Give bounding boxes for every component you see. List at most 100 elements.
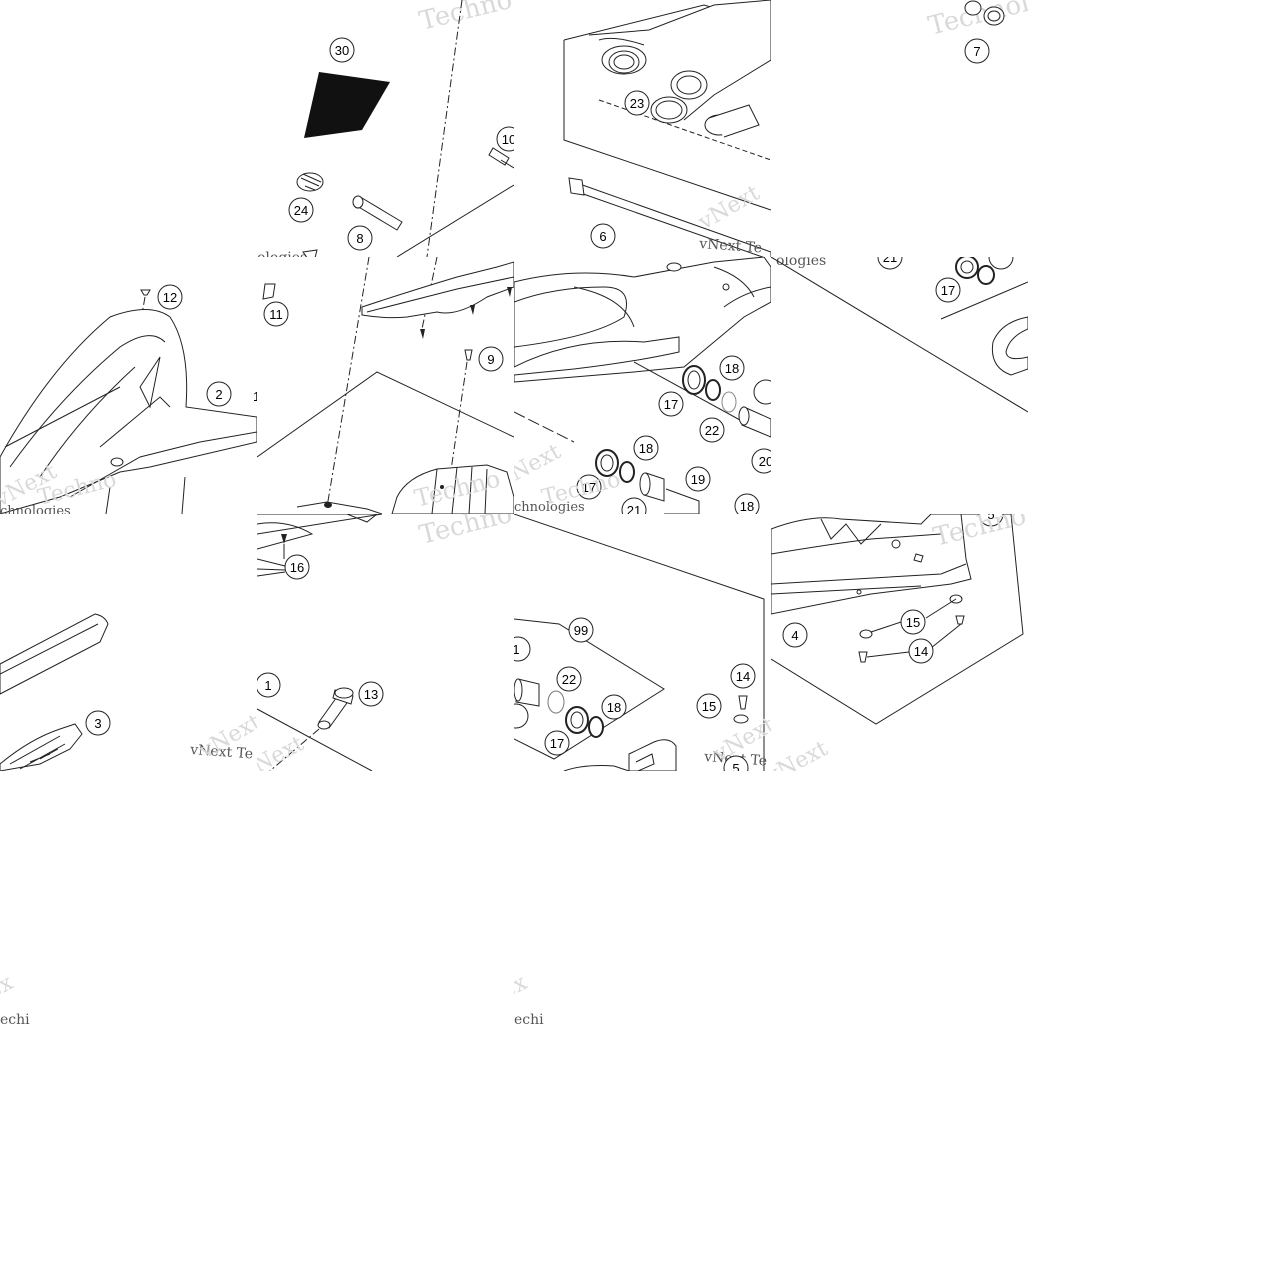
tile-r4c1-drawing: ex echi [0,970,30,1028]
leader-line [925,598,957,619]
callout-18-label: 18 [607,700,621,715]
outline-edge [514,514,765,771]
callout-18b [633,435,659,461]
pivot-bolt-part-6 [568,177,771,257]
rear-fender-part-2 [0,309,257,514]
callout-22 [699,417,725,443]
chain-slider-body [391,464,514,514]
callout-14-label: 14 [914,644,928,659]
screw-part-14b [858,651,868,663]
washer-part-15b [859,629,873,639]
decal-sticker-part-30 [304,72,390,138]
callout-16 [284,554,310,580]
outline-edge [940,281,1028,320]
callout-18c [734,493,760,514]
leader-line [930,623,962,649]
callout-2-label: 2 [215,387,222,402]
bearing-tube-left [608,50,640,74]
outline-edge [257,708,373,771]
callout-11 [263,301,289,327]
linkage-part [563,739,677,771]
tile-r2c3: 18 17 22 20 18 17 19 1 [514,257,771,514]
chain-slider-bottom [257,514,378,550]
tile-r3c2-drawing: 16 1 13 Techno vNext [257,514,514,771]
callout-1-partial [514,636,531,662]
callout-24-label: 24 [294,203,308,218]
callout-15-label: 15 [906,615,920,630]
watermark-text: echi [514,1012,544,1028]
tile-r2c4: ologies 21 17 [771,257,1028,514]
screw-part-14a [955,615,965,625]
watermark-text: Techno [416,514,514,551]
swingarm-body [514,257,771,383]
screw-part-12 [140,289,151,296]
callout-5 [723,755,749,771]
callout-15 [900,609,926,635]
callout-17 [935,277,961,303]
pin-part-8 [352,195,403,231]
tile-r1c3-drawing: 23 6 vNext Te vNext [563,0,771,257]
callout-17b [576,474,602,500]
watermark-text: chnologies [0,504,71,514]
chain-guide-part-4 [771,514,972,615]
leader-line [870,621,902,633]
callout-4 [782,622,808,648]
tile-r3c3-drawing: 99 1 22 18 17 14 15 [514,514,771,771]
callout-18b-label: 18 [639,441,653,456]
callout-1-label: 1 [264,678,271,693]
callout-4-label: 4 [791,628,798,643]
callout-leaders [257,558,286,577]
bearing-part-18b [619,461,635,483]
seal-part-17b [595,449,619,477]
tile-r1c4: Technologies 7 [771,0,1028,257]
callout-9 [478,346,504,372]
watermark-text: chnologies [514,500,585,514]
watermark-text: ologies [776,257,826,269]
leader-line [866,651,910,658]
callout-18 [719,355,745,381]
outline-edge [396,184,514,257]
callout-21 [877,257,903,270]
leader-line [426,0,463,257]
callout-8-label: 8 [356,231,363,246]
watermark-text: Techno [416,0,514,37]
tile-r3c1: 3 vNext Te vNext [0,514,257,771]
tile-r4c1: ex echi [0,771,257,1028]
clip-part-24 [296,172,324,192]
callout-1-partial-label: 1 [514,642,520,657]
seal-ring-part-23 [650,70,708,124]
callout-21-label: 21 [627,503,641,514]
tile-r4c3: ex echi [514,771,771,1028]
tile-r2c1-drawing: 12 2 10 vNext Techno chnologies [0,284,257,514]
callout-2 [206,381,232,407]
callout-18-label: 18 [725,361,739,376]
callout-17-label: 17 [941,283,955,298]
fastener-outline [302,249,318,257]
callout-24 [288,197,314,223]
kit-seal-17 [565,706,589,734]
callout-12 [157,284,183,310]
callout-7 [964,38,990,64]
callout-18 [601,694,627,720]
screw-head [324,502,332,508]
callout-21-label: 21 [883,257,897,265]
tile-r1c3: 23 6 vNext Te vNext [514,0,771,257]
callout-18c-label: 18 [740,499,754,514]
kit-outline-99 [514,618,665,760]
bearing-tube-right [704,104,760,138]
outline-edge [598,99,771,161]
watermark-text: vNext Te [698,236,763,256]
bearing-set-17-18 [955,257,1014,285]
watermark-text: vNext [771,736,832,771]
callout-23-label: 23 [630,96,644,111]
outline-edge [771,514,1024,725]
bearing-part-18a [705,379,721,401]
watermark-text: vNext Te [189,742,254,762]
bushing-part-7 [964,0,1005,26]
callout-99-label: 99 [574,623,588,638]
callout-30 [329,37,355,63]
callout-22-label: 22 [562,672,576,687]
callout-22-label: 22 [705,423,719,438]
outline-edge [563,40,771,211]
